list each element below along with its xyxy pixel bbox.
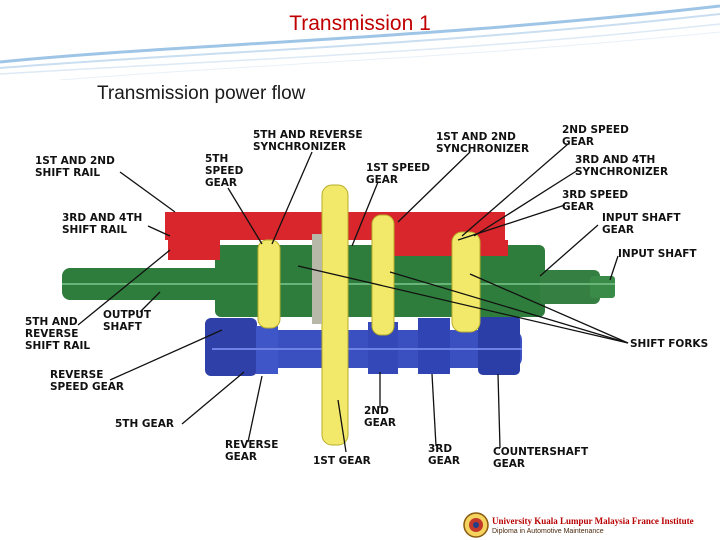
label-sync-5th-rev-2: SYNCHRONIZER: [253, 141, 346, 153]
fork-main: [321, 184, 349, 446]
label-rail-3rd-4th-1: 3RD AND 4TH: [62, 212, 142, 224]
label-sync-1st-2nd-1: 1ST AND 2ND: [436, 131, 516, 143]
input-shaft-gear-body: [540, 270, 600, 304]
label-input-shaft-gear-2: GEAR: [602, 224, 634, 236]
label-gear-1st-speed-1: 1ST SPEED: [366, 162, 430, 174]
label-gear-2nd-speed-1: 2ND SPEED: [562, 124, 629, 136]
label-rail-3rd-4th-2: SHIFT RAIL: [62, 224, 127, 236]
fork-3rd-4th: [451, 231, 481, 333]
label-gear-3rd-speed-2: GEAR: [562, 201, 594, 213]
footer-department: Diploma in Automotive Maintenance: [492, 528, 604, 535]
university-logo-icon: [463, 512, 489, 538]
label-rail-5th-rev-3: SHIFT RAIL: [25, 340, 90, 352]
label-sync-3rd-4th-2: SYNCHRONIZER: [575, 166, 668, 178]
label-gear-3rd-1: 3RD: [428, 443, 452, 455]
leader-lines: [77, 143, 629, 453]
shift-rail-lower: [380, 240, 508, 256]
label-gear-1st-speed-2: GEAR: [366, 174, 398, 186]
footer-institution: University Kuala Lumpur Malaysia France …: [492, 516, 694, 526]
label-reverse-speed-gear-2: SPEED GEAR: [50, 381, 124, 393]
label-gear-5th: 5TH GEAR: [115, 418, 174, 430]
label-gear-5th-speed-1: 5TH: [205, 153, 228, 165]
label-output-shaft-2: SHAFT: [103, 321, 143, 333]
label-gear-5th-speed-2: SPEED: [205, 165, 244, 177]
label-gear-2nd-2: GEAR: [364, 417, 396, 429]
label-gear-1st: 1ST GEAR: [313, 455, 371, 467]
third-gear-cs-body: [418, 318, 450, 374]
label-gear-2nd-1: 2ND: [364, 405, 389, 417]
slide-subtitle: Transmission power flow: [97, 83, 306, 104]
label-reverse-speed-gear-1: REVERSE: [50, 369, 103, 381]
fork-1st-2nd: [371, 214, 395, 336]
slide-title: Transmission 1: [289, 12, 431, 35]
countershaft-gear-body: [478, 315, 520, 375]
label-countershaft-gear-1: COUNTERSHAFT: [493, 446, 589, 458]
fork-5th: [257, 239, 281, 329]
label-countershaft-gear-2: GEAR: [493, 458, 525, 470]
label-output-shaft-1: OUTPUT: [103, 309, 152, 321]
shift-forks: [257, 184, 481, 446]
input-shaft-body: [590, 276, 615, 298]
label-reverse-gear-1: REVERSE: [225, 439, 278, 451]
diagram-labels: 5TH AND REVERSE SYNCHRONIZER 1ST AND 2ND…: [25, 124, 708, 470]
header-swoosh: [0, 4, 720, 80]
label-shift-forks: SHIFT FORKS: [630, 338, 708, 350]
label-gear-3rd-2: GEAR: [428, 455, 460, 467]
label-input-shaft-gear-1: INPUT SHAFT: [602, 212, 681, 224]
label-input-shaft: INPUT SHAFT: [618, 248, 697, 260]
label-rail-1st-2nd-2: SHIFT RAIL: [35, 167, 100, 179]
label-sync-3rd-4th-1: 3RD AND 4TH: [575, 154, 655, 166]
label-sync-5th-rev-1: 5TH AND REVERSE: [253, 129, 363, 141]
label-rail-1st-2nd-1: 1ST AND 2ND: [35, 155, 115, 167]
label-gear-3rd-speed-1: 3RD SPEED: [562, 189, 628, 201]
label-rail-5th-rev-1: 5TH AND: [25, 316, 78, 328]
bearing-plate: [312, 234, 322, 324]
label-sync-1st-2nd-2: SYNCHRONIZER: [436, 143, 529, 155]
reverse-speed-gear-body: [205, 318, 257, 376]
label-gear-5th-speed-3: GEAR: [205, 177, 237, 189]
shift-rail-end: [168, 234, 220, 260]
label-rail-5th-rev-2: REVERSE: [25, 328, 78, 340]
label-gear-2nd-speed-2: GEAR: [562, 136, 594, 148]
label-reverse-gear-2: GEAR: [225, 451, 257, 463]
